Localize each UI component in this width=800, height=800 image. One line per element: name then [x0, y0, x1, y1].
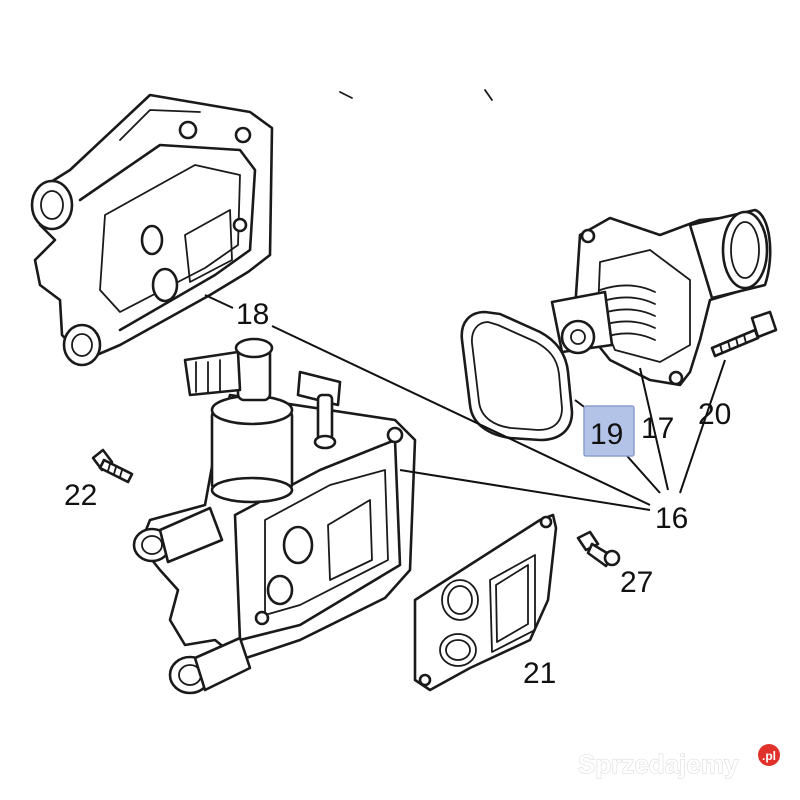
thermostat-17 [550, 208, 772, 387]
bolt-27 [576, 530, 621, 568]
watermark-badge-icon [758, 744, 780, 766]
watermark-badge: .pl [762, 749, 776, 763]
callout-27[interactable]: 27 [620, 566, 653, 599]
bolt-22 [91, 448, 134, 484]
callout-19[interactable]: 19 [590, 418, 623, 451]
upper-housing [30, 89, 493, 367]
callout-highlight [583, 405, 635, 457]
callout-17[interactable]: 17 [641, 412, 674, 445]
lower-housing [132, 337, 417, 695]
seal-ring-19 [460, 310, 574, 442]
callout-18[interactable]: 18 [236, 298, 269, 331]
callout-16[interactable]: 16 [655, 502, 688, 535]
callout-21[interactable]: 21 [523, 657, 556, 690]
callout-22[interactable]: 22 [64, 479, 97, 512]
gasket-21 [413, 513, 558, 692]
watermark-text: Sprzedajemy [578, 749, 739, 779]
bolt-20 [710, 310, 778, 358]
watermark: Sprzedajemy .pl [578, 744, 780, 779]
leader-lines [204, 294, 726, 511]
callout-20[interactable]: 20 [698, 398, 731, 431]
